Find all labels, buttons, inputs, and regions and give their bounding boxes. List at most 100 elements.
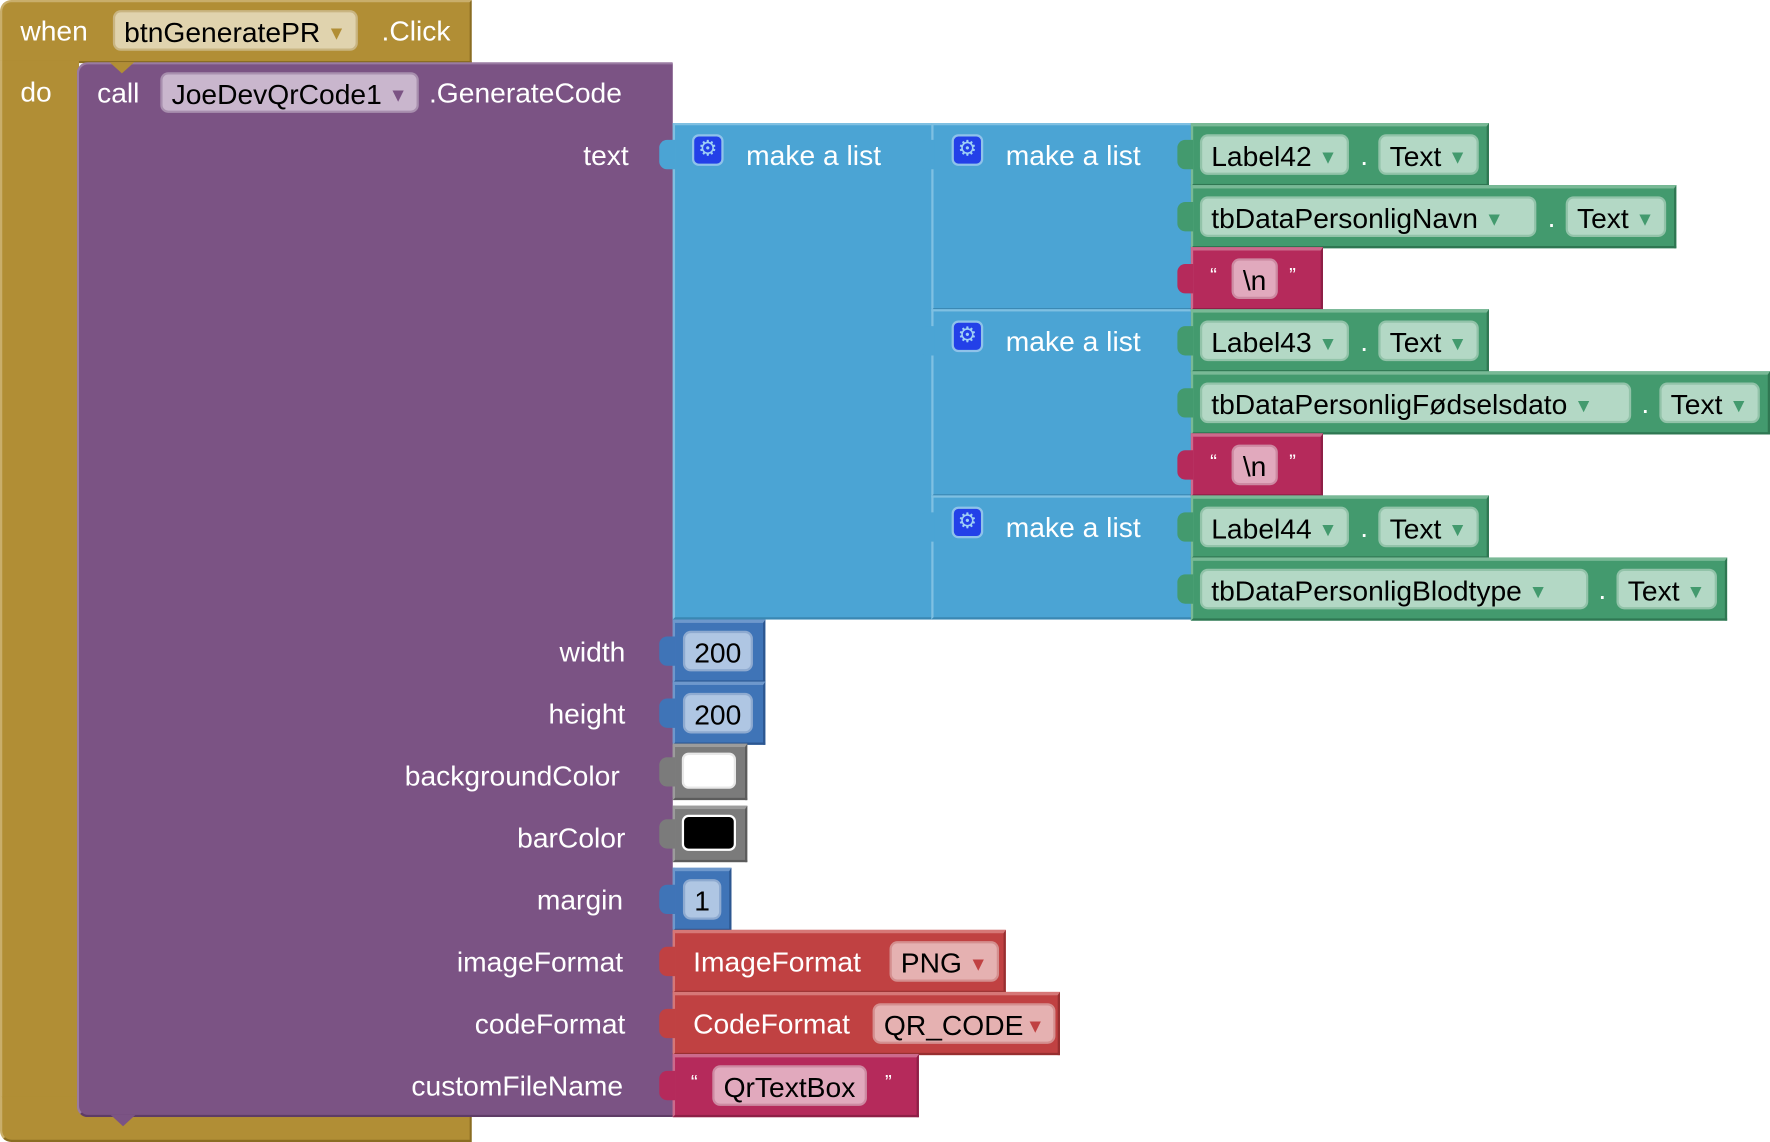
- margin-value-field[interactable]: 1: [682, 879, 722, 920]
- param-label-customfilename: customFileName: [411, 1070, 624, 1103]
- component-dropdown[interactable]: tbDataPersonligFødselsdato▼: [1199, 382, 1632, 424]
- component-name: Label44: [1211, 513, 1312, 546]
- output-plug: [1177, 388, 1194, 418]
- customfilename-value: QrTextBox: [723, 1072, 856, 1104]
- do-label: do: [20, 76, 52, 109]
- dropdown-arrow-icon: ▼: [968, 953, 988, 975]
- mutator-gear-icon[interactable]: ⚙: [951, 506, 984, 539]
- output-plug: [1177, 139, 1194, 170]
- imageformat-dropdown[interactable]: PNG▼: [889, 941, 1000, 982]
- dropdown-arrow-icon: ▼: [1729, 394, 1749, 417]
- mutator-gear-icon[interactable]: ⚙: [951, 320, 984, 353]
- param-label-height: height: [548, 698, 626, 731]
- call-label: call: [97, 77, 140, 110]
- event-component-dropdown[interactable]: btnGeneratePR▼: [112, 10, 358, 51]
- dot-separator: .: [1547, 201, 1556, 234]
- make-list-label: make a list: [1005, 326, 1141, 358]
- property-name: Text: [1576, 203, 1629, 235]
- component-dropdown[interactable]: Label44▼: [1199, 506, 1349, 548]
- dropdown-arrow-icon: ▼: [1318, 332, 1338, 355]
- close-quote: ”: [1289, 264, 1296, 287]
- string-value: \n: [1242, 451, 1267, 483]
- dropdown-arrow-icon: ▼: [1448, 146, 1468, 169]
- open-quote: “: [1210, 450, 1217, 473]
- output-plug: [659, 884, 676, 915]
- output-plug: [1177, 326, 1194, 356]
- property-dropdown[interactable]: Text▼: [1565, 196, 1666, 237]
- output-plug: [1177, 264, 1194, 294]
- height-value-field[interactable]: 200: [682, 692, 753, 734]
- param-label-imageformat: imageFormat: [456, 946, 624, 979]
- output-plug: [1177, 512, 1194, 542]
- codeformat-dropdown[interactable]: QR_CODE▼: [872, 1003, 1056, 1044]
- method-name: .GenerateCode: [428, 77, 622, 110]
- param-label-margin: margin: [536, 884, 624, 917]
- close-quote: ”: [885, 1070, 892, 1094]
- output-plug: [659, 636, 676, 666]
- dropdown-arrow-icon: ▼: [1318, 146, 1338, 169]
- when-label: when: [20, 15, 88, 48]
- mutator-gear-icon[interactable]: ⚙: [691, 134, 724, 166]
- codeformat-label: CodeFormat: [693, 1008, 850, 1041]
- event-name: .Click: [381, 15, 451, 48]
- bar-color-swatch[interactable]: [681, 814, 736, 851]
- param-label-backgroundcolor: backgroundColor: [404, 760, 620, 793]
- dropdown-arrow-icon: ▼: [1448, 519, 1468, 541]
- output-plug: [918, 512, 935, 542]
- make-list-label: make a list: [746, 139, 882, 172]
- dot-separator: .: [1360, 512, 1369, 544]
- dot-separator: .: [1598, 574, 1607, 606]
- component-name: tbDataPersonligNavn: [1211, 203, 1478, 235]
- property-dropdown[interactable]: Text▼: [1616, 568, 1717, 610]
- output-plug: [659, 757, 676, 787]
- margin-value: 1: [694, 885, 710, 918]
- open-quote: “: [1210, 264, 1217, 287]
- param-label-codeformat: codeFormat: [474, 1008, 626, 1041]
- previous-statement-notch: [109, 62, 135, 74]
- property-dropdown[interactable]: Text▼: [1378, 320, 1479, 362]
- component-dropdown[interactable]: Label43▼: [1199, 320, 1349, 362]
- output-plug: [659, 1070, 676, 1101]
- make-list-label: make a list: [1005, 512, 1141, 544]
- property-name: Text: [1389, 327, 1442, 359]
- output-plug: [659, 946, 676, 977]
- string-value-field[interactable]: \n: [1231, 444, 1278, 486]
- string-value-field[interactable]: \n: [1231, 258, 1278, 300]
- output-plug: [918, 139, 935, 170]
- width-value: 200: [694, 637, 742, 670]
- component-dropdown[interactable]: tbDataPersonligBlodtype▼: [1199, 568, 1589, 610]
- customfilename-value-field[interactable]: QrTextBox: [712, 1065, 867, 1106]
- close-quote: ”: [1289, 450, 1296, 473]
- height-value: 200: [694, 699, 742, 732]
- dropdown-arrow-icon: ▼: [327, 22, 347, 45]
- mutator-gear-icon[interactable]: ⚙: [951, 134, 984, 166]
- call-component-dropdown[interactable]: JoeDevQrCode1▼: [160, 72, 419, 113]
- component-dropdown[interactable]: Label42 ▼: [1199, 134, 1349, 175]
- make-list-outer[interactable]: [672, 123, 933, 620]
- property-name: Text: [1627, 575, 1680, 608]
- background-color-swatch[interactable]: [681, 752, 736, 789]
- property-dropdown[interactable]: Text▼: [1659, 382, 1760, 424]
- dropdown-arrow-icon: ▼: [1025, 1015, 1045, 1038]
- codeformat-value: QR_CODE: [883, 1009, 1024, 1042]
- next-statement-notch: [110, 1114, 136, 1127]
- output-plug: [1177, 450, 1194, 480]
- dot-separator: .: [1360, 139, 1369, 172]
- component-name: Label42: [1211, 141, 1312, 173]
- output-plug: [1177, 201, 1194, 232]
- event-block-spine[interactable]: [0, 60, 80, 1100]
- dot-separator: .: [1360, 326, 1369, 358]
- component-dropdown[interactable]: tbDataPersonligNavn▼: [1199, 196, 1537, 237]
- property-dropdown[interactable]: Text▼: [1378, 134, 1479, 175]
- dropdown-arrow-icon: ▼: [388, 84, 408, 107]
- property-dropdown[interactable]: Text▼: [1378, 506, 1479, 548]
- param-label-text: text: [583, 139, 629, 172]
- open-quote: “: [690, 1070, 698, 1094]
- param-label-width: width: [559, 636, 626, 669]
- output-plug: [659, 139, 676, 170]
- make-list-label: make a list: [1005, 139, 1141, 172]
- width-value-field[interactable]: 200: [682, 630, 753, 672]
- dropdown-arrow-icon: ▼: [1528, 581, 1548, 603]
- call-block[interactable]: [76, 62, 673, 1118]
